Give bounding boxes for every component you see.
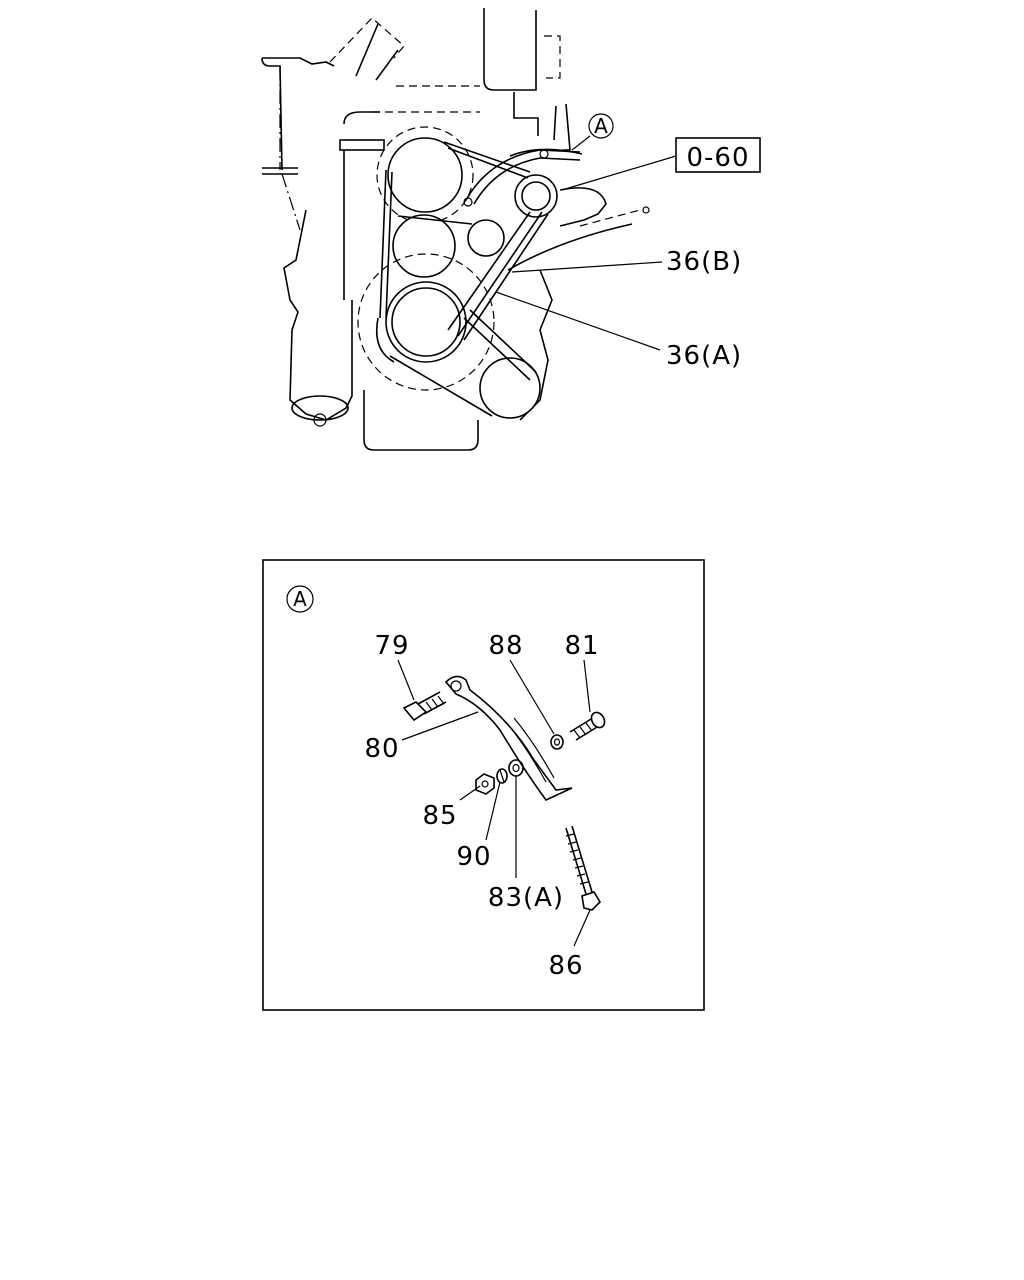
detail-frame xyxy=(262,559,705,1011)
upper-duct xyxy=(329,8,561,136)
crankshaft-pulley xyxy=(385,281,467,363)
upper-pulley xyxy=(387,137,463,213)
left-pipe-assembly xyxy=(261,57,335,231)
callout-85: 85 xyxy=(422,801,457,831)
callout-88: 88 xyxy=(488,631,523,661)
callout-80: 80 xyxy=(364,734,399,764)
engine-overview: A 0-60 36(B) 36(A) xyxy=(261,8,761,451)
washer-83a xyxy=(508,759,524,777)
nut-85 xyxy=(475,773,495,795)
ref-box: 0-60 xyxy=(675,137,761,173)
lower-right-pulley xyxy=(479,357,541,419)
callout-90: 90 xyxy=(456,842,491,872)
washer-88 xyxy=(550,734,564,750)
alternator-pulley xyxy=(514,174,558,218)
overview-leaders xyxy=(495,135,677,351)
bolt-81 xyxy=(569,711,606,741)
callout-ref-0-60: 0-60 xyxy=(686,143,749,173)
idler-pulley xyxy=(467,219,505,257)
callout-83a: 83(A) xyxy=(488,883,564,913)
detail-view-a: A xyxy=(262,559,705,1011)
callout-86: 86 xyxy=(548,951,583,981)
detail-marker-a: A xyxy=(588,113,614,139)
adjusting-bracket xyxy=(463,103,650,271)
vertical-pipe xyxy=(339,111,480,300)
adjusting-bracket-80 xyxy=(444,675,573,802)
callout-belt-36a: 36(A) xyxy=(666,341,742,371)
detail-title-label: A xyxy=(293,587,307,611)
spring-washer-90 xyxy=(496,768,508,784)
engine-left-outline xyxy=(283,209,353,427)
detail-leaders xyxy=(397,659,591,947)
drive-belts xyxy=(375,141,549,417)
callout-81: 81 xyxy=(564,631,599,661)
detail-title-marker: A xyxy=(286,585,314,613)
callout-79: 79 xyxy=(374,631,409,661)
detail-marker-a-label: A xyxy=(594,114,608,138)
callout-belt-36b: 36(B) xyxy=(666,247,742,277)
bolt-79 xyxy=(402,691,447,722)
pulley-system xyxy=(357,126,558,419)
middle-pulley xyxy=(392,214,456,278)
bolt-86 xyxy=(565,825,602,911)
